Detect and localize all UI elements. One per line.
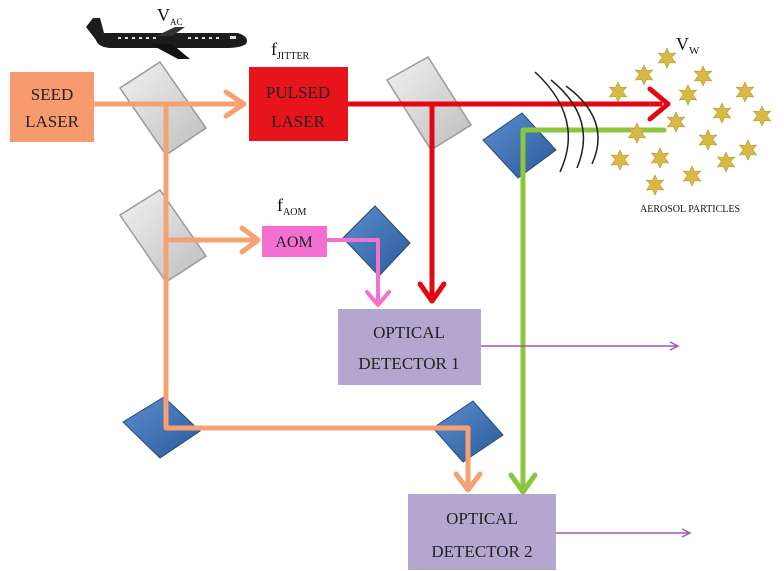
svg-text:OPTICAL: OPTICAL (446, 509, 518, 528)
svg-text:AOM: AOM (275, 234, 312, 251)
mirror-icon (122, 396, 201, 459)
svg-text:DETECTOR 1: DETECTOR 1 (358, 354, 459, 373)
vac-label: VAC (157, 5, 183, 27)
aom-beam (325, 238, 391, 307)
fjitter-label: fJITTER (271, 39, 310, 62)
faom-label: fAOM (277, 195, 306, 218)
detector-1-output-arrow (481, 341, 680, 351)
optical-detector-1-box: OPTICAL DETECTOR 1 (338, 309, 481, 385)
wavefronts (534, 71, 599, 173)
aerosol-particles-label: AEROSOL PARTICLES (640, 204, 740, 215)
svg-text:OPTICAL: OPTICAL (373, 323, 445, 342)
return-beam (508, 127, 667, 495)
pulsed-laser-box: PULSED LASER (249, 67, 348, 141)
beam-splitter-icon (118, 60, 208, 157)
pulsed-beam (345, 101, 663, 299)
seed-beam (91, 101, 471, 488)
aerosol-particles (608, 47, 772, 196)
detector-2-output-arrow (556, 528, 692, 538)
svg-text:LASER: LASER (271, 112, 326, 131)
airplane-icon (86, 18, 247, 59)
vw-label: VW (676, 34, 700, 57)
seed-beam-arrowheads (223, 89, 483, 493)
beam-splitter-icon (118, 188, 208, 284)
svg-text:DETECTOR 2: DETECTOR 2 (431, 542, 532, 561)
svg-text:SEED: SEED (31, 85, 74, 104)
mirror-icon (482, 112, 557, 179)
svg-text:LASER: LASER (25, 112, 80, 131)
pulsed-beam-arrowheads (417, 86, 671, 304)
optical-detector-2-box: OPTICAL DETECTOR 2 (408, 494, 556, 570)
aom-box: AOM (262, 226, 327, 257)
svg-text:PULSED: PULSED (266, 83, 330, 102)
seed-laser-box: SEED LASER (10, 72, 94, 142)
